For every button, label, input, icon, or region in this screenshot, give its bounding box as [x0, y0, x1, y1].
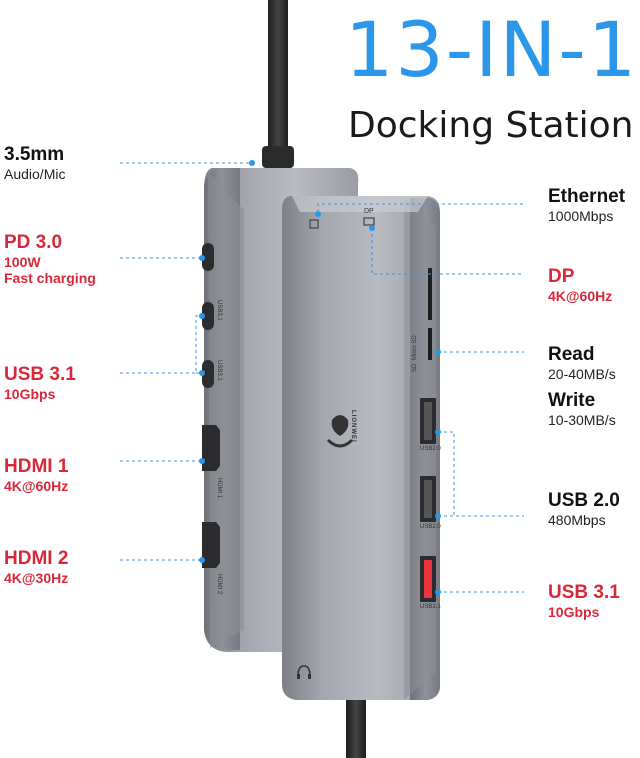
headphone-icon [297, 665, 311, 679]
marking-usb31-b: USB3.1 [216, 360, 222, 381]
top-cable [268, 0, 288, 150]
label-hdmi1: HDMI 1 4K@60Hz [4, 456, 69, 494]
marking-hdmi2: HDMI 2 [216, 574, 222, 595]
label-ethernet: Ethernet 1000Mbps [548, 186, 626, 224]
marking-dp: DP [364, 208, 374, 215]
hdmi2-port [202, 522, 220, 568]
right-ports [420, 268, 436, 602]
marking-sd: SD [412, 363, 418, 372]
marking-usb31-a: USB3.1 [216, 300, 222, 321]
marking-usb20-a: USB2.0 [420, 446, 441, 452]
top-face-icons [309, 217, 375, 229]
marking-usb31-red: USB3.1 [420, 604, 441, 610]
label-hdmi2: HDMI 2 4K@30Hz [4, 548, 69, 586]
marking-hdmi1: HDMI 1 [216, 478, 222, 499]
label-usb31-left: USB 3.1 10Gbps [4, 364, 76, 402]
marking-micro-sd: Micro SD [412, 335, 418, 360]
label-usb20: USB 2.0 480Mbps [548, 490, 620, 528]
sd-slot [428, 268, 432, 320]
pd-port [202, 243, 214, 271]
left-leader-lines [120, 162, 250, 561]
ethernet-icon [309, 219, 319, 229]
micro-sd-slot [428, 328, 432, 360]
brand-logo-text: LIONWEI [350, 410, 356, 443]
marking-usb20-b: USB2.0 [420, 524, 441, 530]
product-subtitle: Docking Station [348, 105, 634, 146]
bottom-cable [346, 690, 366, 758]
usbc-port-2 [202, 360, 214, 388]
label-audio: 3.5mm Audio/Mic [4, 144, 66, 182]
left-leader-dots [199, 160, 255, 563]
brand-logo [326, 415, 354, 448]
label-dp: DP 4K@60Hz [548, 266, 613, 304]
label-write: Write 10-30MB/s [548, 390, 616, 428]
right-leader-lines [317, 203, 524, 593]
label-read: Read 20-40MB/s [548, 344, 616, 382]
usbc-port-1 [202, 302, 214, 330]
left-ports [202, 243, 220, 568]
label-pd: PD 3.0 100W Fast charging [4, 232, 96, 286]
label-usb31-right: USB 3.1 10Gbps [548, 582, 620, 620]
right-hub-body [282, 196, 440, 700]
hdmi1-port [202, 425, 220, 471]
product-title: 13-IN-1 [345, 5, 639, 94]
right-leader-dots [315, 211, 441, 595]
